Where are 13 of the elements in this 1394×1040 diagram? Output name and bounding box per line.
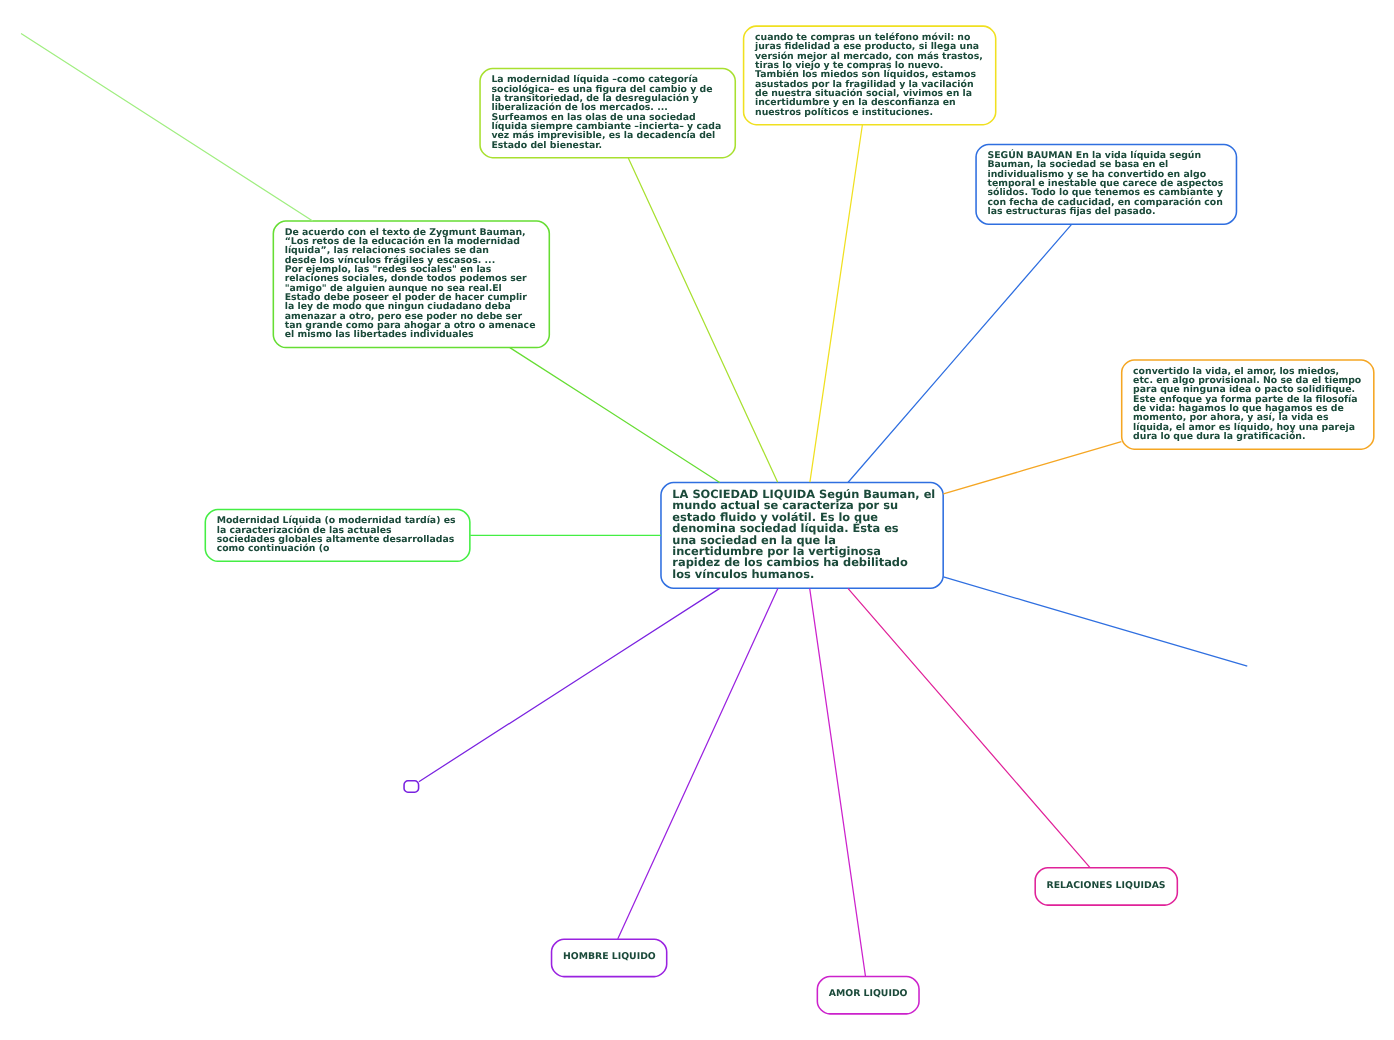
connector [627,157,779,483]
connector [942,576,1248,667]
connector [509,346,721,484]
connector [847,223,1072,484]
connector [942,441,1123,495]
connector [469,534,662,537]
node-box [403,780,420,793]
connector [20,32,314,222]
connector [809,587,867,978]
connector [847,587,1091,869]
connector [809,124,863,483]
connector [418,587,721,783]
connector [617,587,779,940]
